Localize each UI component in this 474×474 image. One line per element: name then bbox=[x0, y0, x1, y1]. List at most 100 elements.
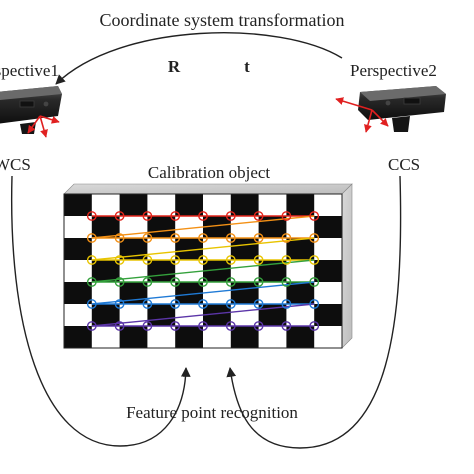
feature-point bbox=[114, 321, 125, 331]
checker-square bbox=[175, 282, 203, 304]
checker-square bbox=[230, 194, 259, 216]
feature-point bbox=[309, 277, 320, 287]
translation-label: t bbox=[244, 57, 250, 76]
feature-point bbox=[114, 277, 125, 287]
feature-point bbox=[170, 321, 181, 331]
feature-point bbox=[309, 255, 320, 265]
feature-point bbox=[253, 211, 264, 221]
depth-camera-icon bbox=[0, 86, 62, 134]
feature-point bbox=[114, 299, 125, 309]
feature-point bbox=[86, 255, 97, 265]
checker-square bbox=[64, 326, 92, 348]
checker-square bbox=[286, 326, 315, 348]
feature-point bbox=[225, 299, 236, 309]
diagram-title: Coordinate system transformation bbox=[100, 10, 345, 30]
checker-square bbox=[314, 216, 342, 238]
checker-square bbox=[286, 238, 315, 260]
feature-point bbox=[142, 299, 153, 309]
checker-square bbox=[203, 304, 231, 326]
feature-point bbox=[170, 277, 181, 287]
transformation-arrow bbox=[55, 32, 343, 85]
checker-square bbox=[91, 304, 120, 326]
feature-point bbox=[198, 211, 208, 221]
feature-point bbox=[253, 233, 264, 243]
checker-square bbox=[175, 238, 203, 260]
right-perspective-label: Perspective2 bbox=[350, 61, 437, 80]
checker-square bbox=[175, 326, 203, 348]
right-recognition-arrow bbox=[226, 175, 402, 449]
feature-point bbox=[253, 277, 264, 287]
feature-point bbox=[225, 321, 236, 331]
calibration-board bbox=[63, 183, 353, 349]
feature-point bbox=[281, 255, 292, 265]
checker-square bbox=[230, 238, 259, 260]
checker-square bbox=[147, 304, 176, 326]
checker-square bbox=[175, 194, 203, 216]
left-axes-icon bbox=[27, 115, 60, 138]
feature-point bbox=[142, 233, 153, 243]
checker-square bbox=[286, 282, 315, 304]
checker-square bbox=[91, 260, 120, 282]
feature-point bbox=[281, 233, 292, 243]
feature-point bbox=[142, 255, 153, 265]
feature-point bbox=[142, 211, 153, 221]
feature-point bbox=[309, 211, 320, 221]
feature-row-connector bbox=[91, 259, 315, 283]
checker-square bbox=[314, 260, 342, 282]
feature-point bbox=[170, 233, 181, 243]
feature-point bbox=[281, 321, 292, 331]
calibration-object-label: Calibration object bbox=[148, 163, 271, 182]
feature-point bbox=[114, 233, 125, 243]
feature-point bbox=[86, 321, 97, 331]
feature-point bbox=[309, 233, 320, 243]
checker-squares bbox=[64, 194, 342, 348]
left-coordinate-system-label: WCS bbox=[0, 155, 31, 174]
feature-point bbox=[253, 299, 264, 309]
feature-point bbox=[225, 277, 236, 287]
feature-point bbox=[281, 277, 292, 287]
feature-point bbox=[225, 233, 236, 243]
checker-square bbox=[230, 282, 259, 304]
feature-point bbox=[170, 255, 181, 265]
left-recognition-arrow bbox=[10, 175, 191, 447]
feature-point bbox=[86, 299, 97, 309]
feature-point bbox=[198, 233, 208, 243]
feature-point bbox=[86, 211, 97, 221]
checker-square bbox=[147, 260, 176, 282]
feature-point bbox=[170, 211, 181, 221]
checker-square bbox=[147, 216, 176, 238]
feature-point bbox=[225, 211, 236, 221]
left-perspective-label: Perspective1 bbox=[0, 61, 59, 80]
checker-square bbox=[64, 194, 92, 216]
checker-square bbox=[119, 326, 148, 348]
feature-point bbox=[86, 277, 97, 287]
feature-point bbox=[281, 299, 292, 309]
checker-square bbox=[64, 238, 92, 260]
feature-point bbox=[198, 277, 208, 287]
feature-point bbox=[142, 321, 153, 331]
feature-point bbox=[309, 321, 320, 331]
feature-row-connector bbox=[91, 281, 315, 305]
feature-row-connector bbox=[91, 215, 315, 239]
feature-point bbox=[253, 255, 264, 265]
feature-point bbox=[170, 299, 181, 309]
feature-point bbox=[225, 255, 236, 265]
feature-row-connector bbox=[91, 237, 315, 261]
feature-recognition-label: Feature point recognition bbox=[126, 403, 298, 422]
feature-point bbox=[86, 233, 97, 243]
checker-square bbox=[230, 326, 259, 348]
checker-square bbox=[286, 194, 315, 216]
feature-point bbox=[198, 255, 208, 265]
right-axes-icon bbox=[335, 97, 389, 133]
depth-camera-icon bbox=[358, 86, 446, 132]
feature-point bbox=[309, 299, 320, 309]
feature-point bbox=[142, 277, 153, 287]
checker-square bbox=[314, 304, 342, 326]
feature-point bbox=[198, 299, 208, 309]
feature-point bbox=[253, 321, 264, 331]
checker-square bbox=[203, 216, 231, 238]
checker-square bbox=[119, 194, 148, 216]
feature-point bbox=[114, 255, 125, 265]
feature-point bbox=[198, 321, 208, 331]
